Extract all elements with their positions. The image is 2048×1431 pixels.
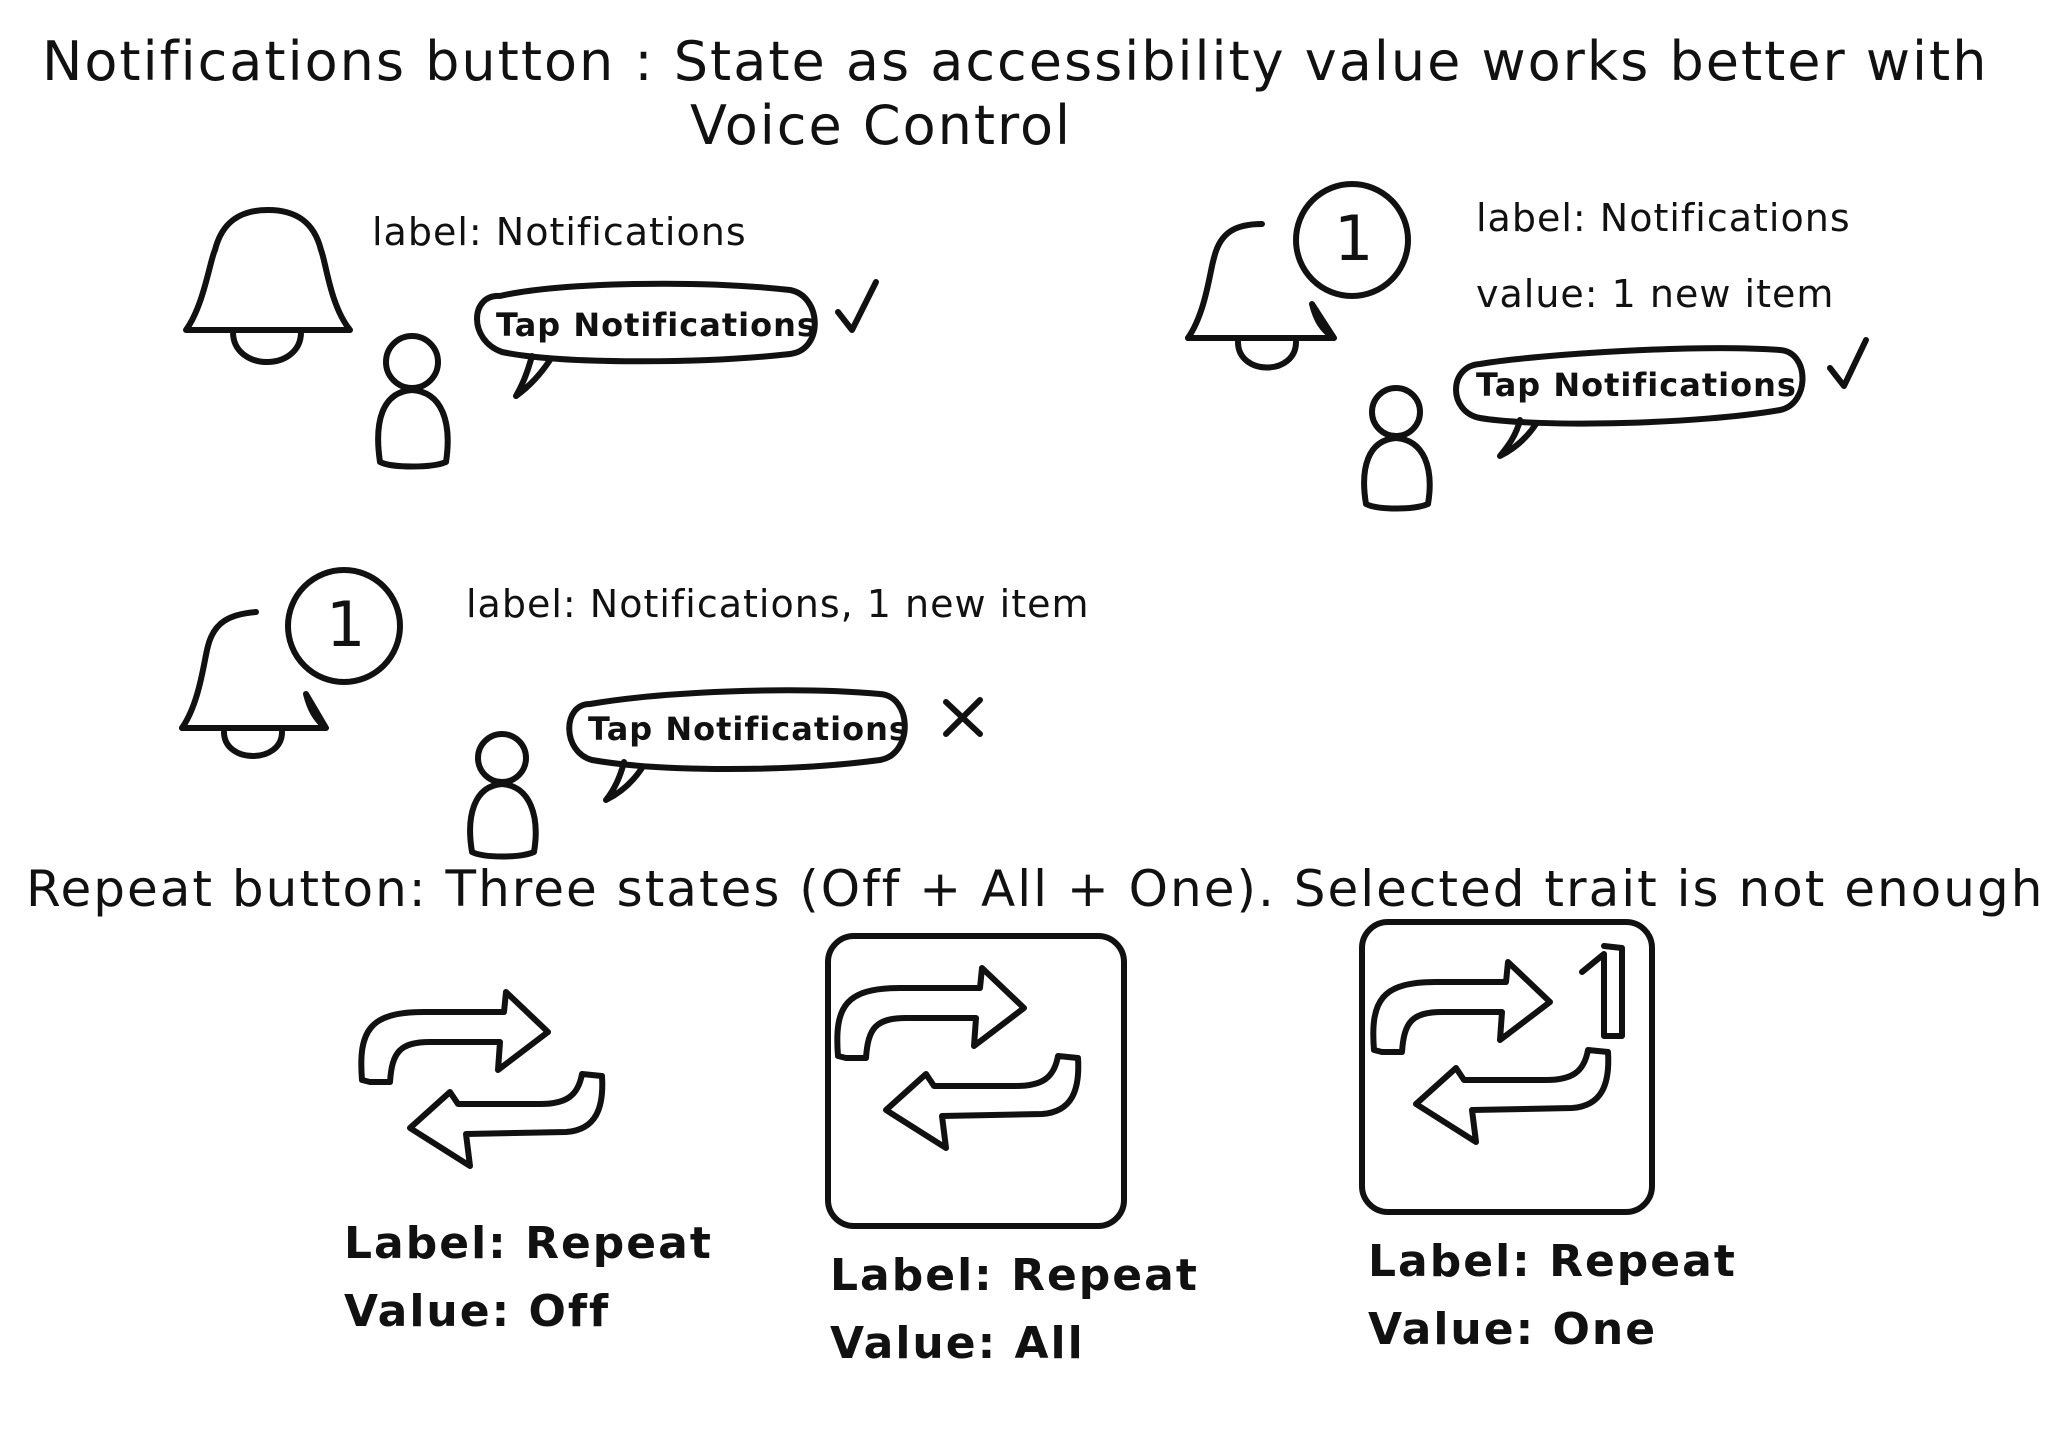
speech-bubble-icon [474, 280, 818, 399]
badge-circle [285, 567, 403, 685]
example2-label: label: Notifications [1476, 196, 1851, 240]
repeat-off-value: Value: Off [344, 1286, 611, 1337]
example2-speech: Tap Notifications [1476, 366, 1797, 404]
example2-value: value: 1 new item [1476, 272, 1835, 316]
repeat-off-label: Label: Repeat [344, 1218, 713, 1269]
bell-icon [1185, 221, 1337, 371]
example3-speech: Tap Notifications [588, 710, 909, 748]
person-icon [467, 731, 539, 860]
bell-icon [183, 207, 353, 365]
bell-icon [179, 609, 329, 759]
checkmark-icon [1827, 337, 1869, 389]
repeat-icon [358, 989, 606, 1169]
badge-circle [1293, 181, 1411, 299]
selected-box [825, 933, 1127, 1229]
example3-label: label: Notifications, 1 new item [466, 582, 1090, 626]
example1-speech: Tap Notifications [496, 306, 817, 344]
selected-box [1359, 919, 1655, 1215]
speech-bubble-icon [566, 687, 908, 803]
speech-bubble-icon [1453, 345, 1806, 459]
repeat-one-value: Value: One [1368, 1304, 1658, 1355]
repeat-all-value: Value: All [830, 1318, 1085, 1369]
notifications-heading-line1: Notifications button : State as accessib… [42, 30, 1989, 93]
cross-icon [943, 697, 983, 737]
repeat-all-label: Label: Repeat [830, 1250, 1199, 1301]
example1-label: label: Notifications [372, 210, 747, 254]
repeat-heading: Repeat button: Three states (Off + All +… [26, 860, 2048, 918]
repeat-icon [834, 965, 1082, 1151]
repeat-one-icon [1370, 943, 1625, 1145]
checkmark-icon [835, 279, 879, 333]
example3-badge: 1 [326, 588, 366, 661]
person-icon [375, 333, 451, 470]
notifications-heading-line2: Voice Control [690, 94, 1073, 157]
person-icon [1361, 385, 1433, 512]
example2-badge: 1 [1334, 202, 1374, 275]
repeat-one-label: Label: Repeat [1368, 1236, 1737, 1287]
